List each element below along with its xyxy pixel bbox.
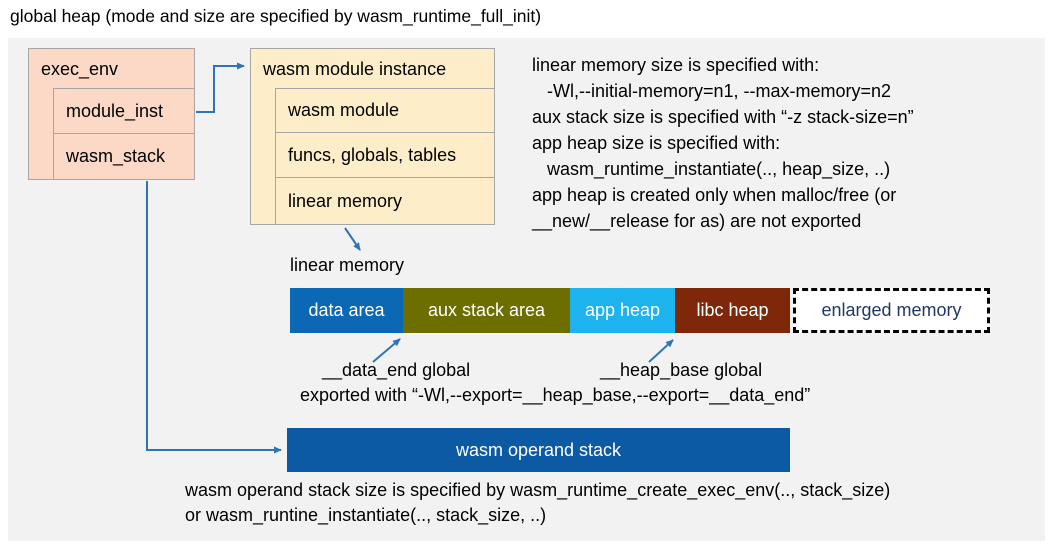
note-line: wasm_runtime_instantiate(.., heap_size, … <box>532 159 891 179</box>
note-line: aux stack size is specified with “-z sta… <box>532 107 914 127</box>
note-line: -Wl,--initial-memory=n1, --max-memory=n2 <box>532 81 892 101</box>
segment-data-area: data area <box>290 288 403 333</box>
linear-memory-label: linear memory <box>290 255 405 275</box>
segment-aux-stack-area: aux stack area <box>403 288 570 333</box>
memory-size-notes: linear memory size is specified with: -W… <box>532 52 914 234</box>
wasm-operand-stack-bar: wasm operand stack <box>287 428 790 472</box>
note-line: wasm operand stack size is specified by … <box>185 480 891 500</box>
wasm-module-box: wasm module <box>275 88 495 133</box>
operand-stack-notes: wasm operand stack size is specified by … <box>185 478 890 528</box>
wasm-stack-box: wasm_stack <box>53 133 195 180</box>
segment-app-heap: app heap <box>570 288 675 333</box>
export-note: exported with “-Wl,--export=__heap_base,… <box>300 385 811 405</box>
exec-env-header: exec_env <box>41 58 119 79</box>
note-line: linear memory size is specified with: <box>532 55 820 75</box>
funcs-globals-tables-box: funcs, globals, tables <box>275 132 495 178</box>
note-line: app heap size is specified with: <box>532 133 781 153</box>
segment-enlarged-memory: enlarged memory <box>793 288 990 333</box>
note-line: app heap is created only when malloc/fre… <box>532 185 897 205</box>
linear-memory-box: linear memory <box>275 177 495 225</box>
note-line: __new/__release for as) are not exported <box>532 211 862 231</box>
heap-base-global-label: __heap_base global <box>600 360 763 380</box>
wasm-module-instance-header: wasm module instance <box>263 58 447 79</box>
diagram-title: global heap (mode and size are specified… <box>10 6 542 26</box>
linear-memory-bar: data area aux stack area app heap libc h… <box>290 288 990 333</box>
module-inst-box: module_inst <box>53 88 195 134</box>
segment-libc-heap: libc heap <box>675 288 790 333</box>
note-line: or wasm_runtine_instantiate(.., stack_si… <box>185 505 547 525</box>
data-end-global-label: __data_end global <box>322 360 471 380</box>
